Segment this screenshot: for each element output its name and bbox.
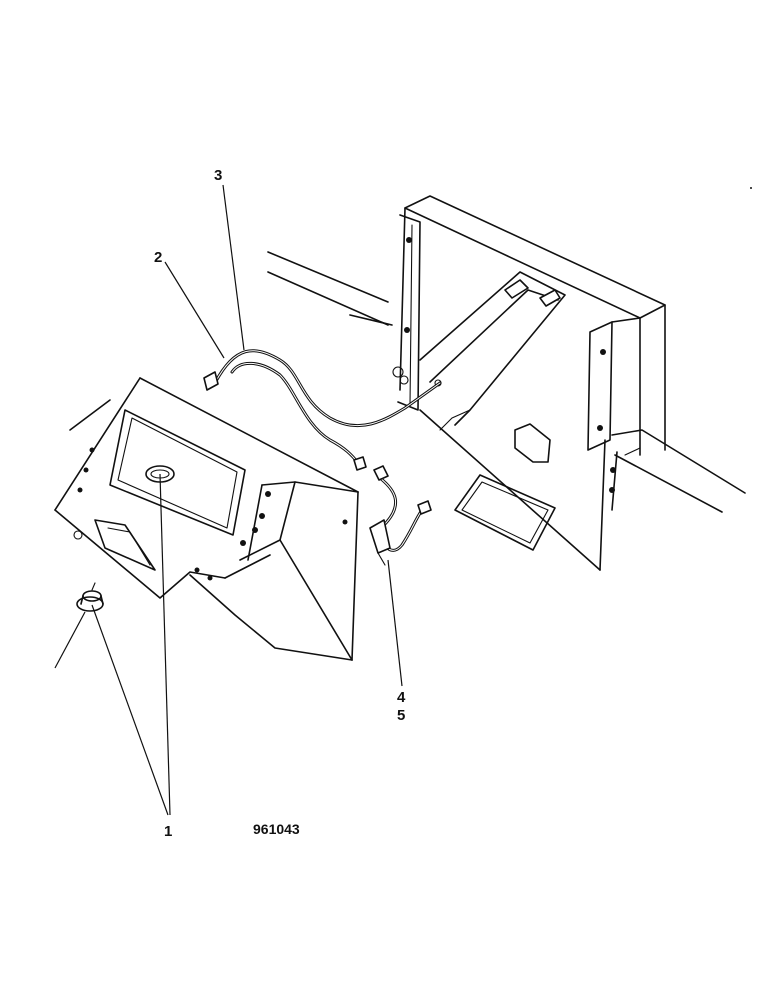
callout-5: 5 [397, 707, 405, 724]
rear-panel [392, 195, 666, 571]
switch-lead [369, 465, 432, 566]
callout-3: 3 [214, 167, 222, 184]
wiring-harness [203, 349, 442, 471]
lamp-socket [76, 582, 104, 612]
leader-1c [54, 611, 86, 669]
frame-rails [267, 251, 746, 513]
leader-45 [387, 559, 403, 687]
drawing-number: 961043 [253, 821, 300, 837]
callout-1: 1 [164, 823, 172, 840]
callout-2: 2 [154, 249, 162, 266]
console-housing [54, 377, 359, 661]
leader-1b [91, 604, 169, 816]
stray-mark [750, 187, 752, 189]
leader-3 [222, 184, 245, 351]
leader-1a [159, 473, 171, 816]
callout-4: 4 [397, 689, 406, 706]
leader-lines [54, 184, 403, 816]
leader-2 [164, 261, 225, 359]
